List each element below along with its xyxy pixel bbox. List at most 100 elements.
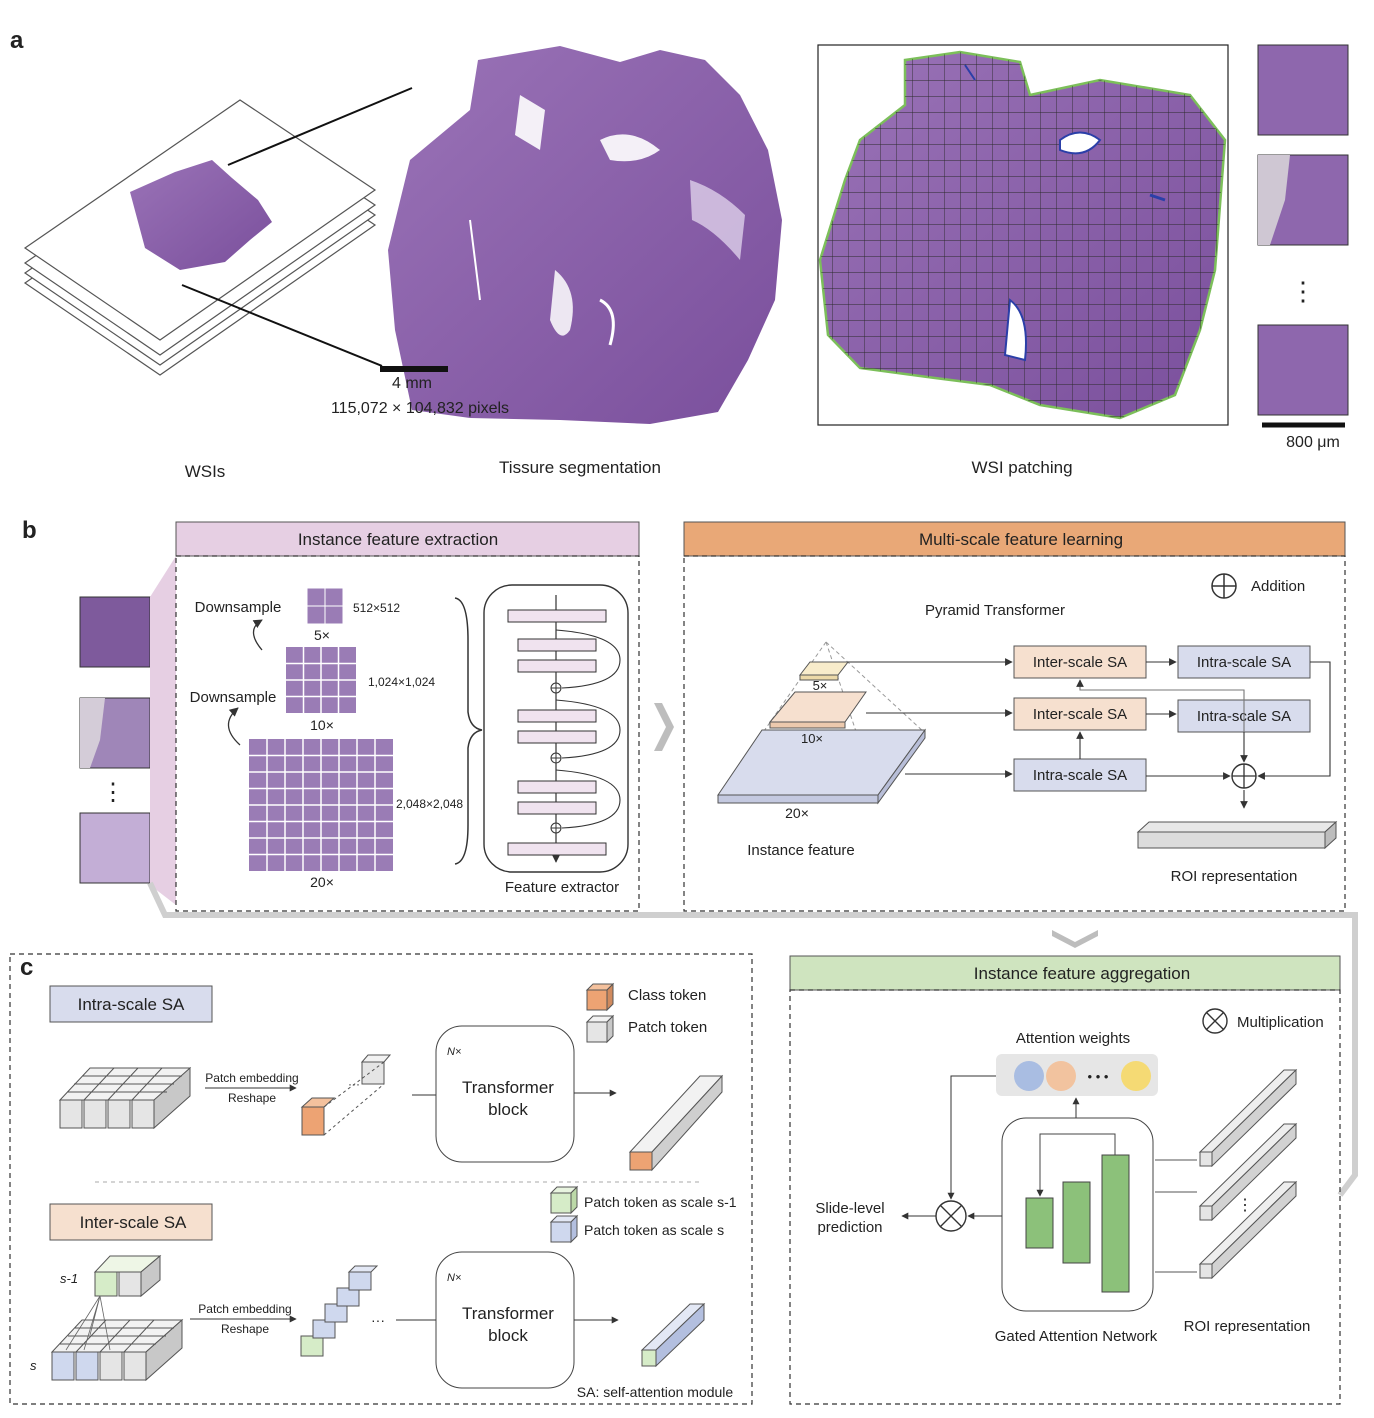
patch-token-legend-cube: [585, 1014, 615, 1044]
sum-node-cross: [1232, 764, 1256, 788]
inter-scale-sa-box-1: [1013, 645, 1147, 679]
reshape-label-2: Reshape: [221, 1322, 269, 1336]
token-ellipsis: ···: [371, 1312, 385, 1328]
aggregation-header: [789, 955, 1341, 991]
wsis-caption: WSIs: [185, 462, 226, 481]
patch-embedding-label-2: Patch embedding: [198, 1302, 291, 1316]
patch-embedding-label-1: Patch embedding: [205, 1071, 298, 1085]
pyramid-transformer-label: Pyramid Transformer: [925, 602, 1065, 619]
scale-s-legend-cube: [549, 1214, 579, 1244]
size-512: 512×512: [353, 601, 400, 615]
gated-attention-bars: [1025, 1133, 1130, 1293]
patch-thumb-3: [1257, 324, 1349, 416]
input-patch-1: [79, 596, 151, 668]
roi-bars: [1198, 1068, 1298, 1280]
chevron-down-icon: [1052, 930, 1098, 948]
downsample-top: Downsample: [195, 599, 282, 616]
input-patch-2-background: [80, 698, 105, 768]
multiscale-box: [683, 555, 1346, 912]
aggregation-box: [789, 989, 1341, 1405]
patch-grid-5x: [306, 587, 344, 625]
wsi-slide-stack: [23, 99, 377, 376]
n-times-1: N×: [447, 1046, 461, 1058]
panel-c-box: [9, 953, 753, 1405]
resnet-layers: [507, 609, 621, 856]
patching-caption: WSI patching: [971, 458, 1072, 477]
scale-s-minus-1-label: Patch token as scale s-1: [584, 1194, 737, 1210]
intra-scale-sa-title-box: [49, 985, 213, 1023]
pixel-dimensions: 115,072 × 104,832 pixels: [331, 400, 509, 417]
mult-node-cross: [939, 1204, 963, 1228]
scale-label-4mm: 4 mm: [392, 375, 432, 392]
segmentation-caption: Tissure segmentation: [499, 458, 661, 477]
panel-label-c: c: [20, 954, 33, 981]
input-patch-3: [79, 812, 151, 884]
multiscale-header: [683, 521, 1346, 557]
pyramid-10x: 10×: [801, 731, 823, 746]
scale-s-minus-1-legend-cube: [549, 1185, 579, 1215]
size-2048: 2,048×2,048: [396, 797, 463, 811]
feature-extractor-box: [483, 584, 629, 873]
grouping-brace: [454, 597, 483, 865]
zoom-fan-purple: [150, 556, 176, 905]
inter-scale-sa-label-1: Inter-scale SA: [1033, 654, 1127, 671]
pyramid-5x: 5×: [813, 678, 828, 693]
attention-dot-3: [1121, 1061, 1151, 1091]
feature-extractor-label: Feature extractor: [505, 879, 619, 896]
transformer-block-1: [435, 1025, 575, 1163]
panel-label-b: b: [22, 517, 37, 544]
sa-note: SA: self-attention module: [577, 1384, 734, 1400]
multiplication-legend: Multiplication: [1237, 1014, 1324, 1031]
reshape-label-1: Reshape: [228, 1091, 276, 1105]
slide-level-label-2: prediction: [817, 1219, 882, 1236]
patch-grid-10x: [286, 647, 356, 713]
mag-5x: 5×: [314, 627, 330, 643]
inter-output-token: [640, 1302, 706, 1368]
inter-cube-grid-s-minus-1: [93, 1254, 162, 1298]
mag-20x: 20×: [310, 874, 334, 890]
transformer-label-2a: Transformer: [462, 1304, 554, 1323]
instance-extraction-header: [175, 521, 640, 557]
scale-link-lines: [65, 1295, 111, 1351]
inter-cube-grid-s: [50, 1318, 184, 1382]
tissue-segmentation-image: [388, 46, 782, 424]
instance-extraction-title: Instance feature extraction: [298, 530, 498, 549]
roi-to-gated-lines: [1155, 1159, 1197, 1273]
patch-thumb-1: [1257, 44, 1349, 136]
roi-bars-ellipsis: ⋮: [1237, 1197, 1253, 1214]
downsample-arrow-bottom: [227, 707, 241, 746]
attention-dot-2: [1046, 1061, 1076, 1091]
downsample-bottom: Downsample: [190, 689, 277, 706]
instance-feature-label: Instance feature: [747, 842, 855, 859]
wsi-patching-image: [818, 50, 1227, 420]
slide-level-label-1: Slide-level: [815, 1200, 884, 1217]
zoom-line-bottom: [181, 284, 383, 367]
class-token-label: Class token: [628, 987, 706, 1004]
addition-legend: Addition: [1251, 578, 1305, 595]
attention-dots: • • •: [1088, 1069, 1109, 1084]
size-1024: 1,024×1,024: [368, 675, 435, 689]
roi-representation-label-agg: ROI representation: [1184, 1318, 1311, 1335]
addition-icon-cross: [1212, 574, 1236, 598]
transformer-label-1a: Transformer: [462, 1078, 554, 1097]
intra-cube-grid: [58, 1066, 192, 1130]
attention-weights-label: Attention weights: [1016, 1030, 1130, 1047]
transformer-label-2b: block: [488, 1326, 528, 1345]
intra-scale-sa-box-1: [1177, 645, 1311, 679]
input-patch-ellipsis: ⋮: [101, 779, 125, 806]
intra-scale-sa-label-1: Intra-scale SA: [1197, 654, 1291, 671]
intra-output-token: [628, 1074, 724, 1172]
inter-scale-sa-box-2: [1013, 697, 1147, 731]
flow-connector: [147, 881, 1358, 1197]
scale-s-label: Patch token as scale s: [584, 1222, 724, 1238]
svg-text:···: ···: [348, 1077, 360, 1091]
inter-scale-sa-title-box: [49, 1203, 213, 1241]
transformer-label-1b: block: [488, 1100, 528, 1119]
gated-attention-label: Gated Attention Network: [995, 1328, 1158, 1345]
roi-representation-label-b: ROI representation: [1171, 868, 1298, 885]
intra-scale-sa-label-3: Intra-scale SA: [1033, 767, 1127, 784]
aggregation-title: Instance feature aggregation: [974, 964, 1190, 983]
panel-label-a: a: [10, 27, 24, 54]
zoom-line-top: [227, 87, 413, 166]
patch-token-label: Patch token: [628, 1019, 707, 1036]
